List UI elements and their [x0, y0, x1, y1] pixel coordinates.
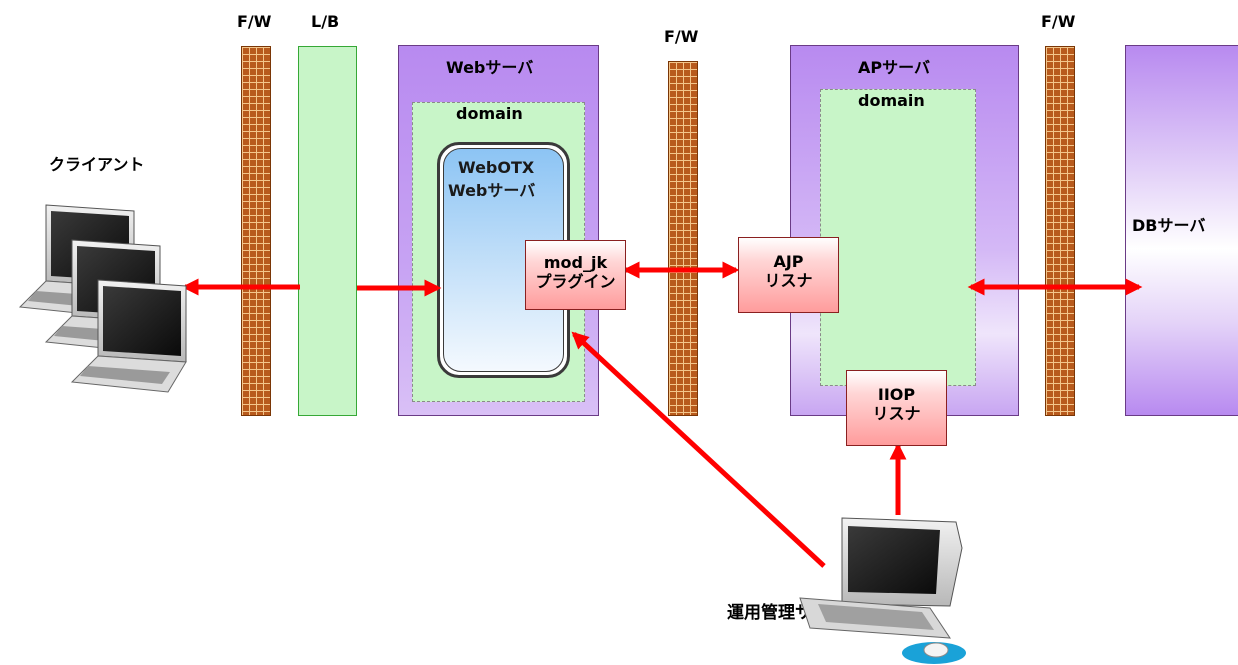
iiop-label-line1: IIOP [847, 385, 946, 404]
mod-jk-plugin-box: mod_jk プラグイン [525, 240, 626, 310]
ajp-listener-box: AJP リスナ [738, 237, 839, 313]
mod-jk-label-line2: プラグイン [526, 272, 625, 291]
iiop-listener-box: IIOP リスナ [846, 370, 947, 446]
ajp-label-line2: リスナ [739, 271, 838, 290]
iiop-label-line2: リスナ [847, 404, 946, 423]
mod-jk-label-line1: mod_jk [526, 253, 625, 272]
laptop-icon [20, 205, 186, 392]
mgmt-to-modjk-arrow [574, 334, 824, 566]
ajp-label-line1: AJP [739, 252, 838, 271]
mouse-icon [902, 642, 966, 664]
desktop-pc-icon [800, 518, 962, 638]
